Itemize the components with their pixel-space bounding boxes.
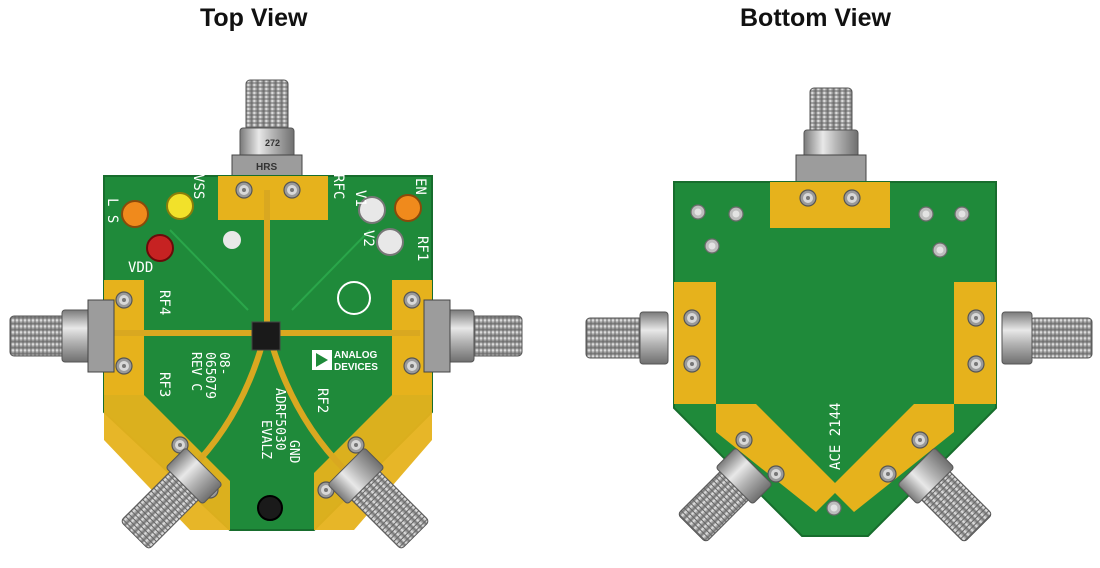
test-point-black-gnd <box>257 495 283 521</box>
svg-text:ANALOG: ANALOG <box>334 350 378 361</box>
silk-gnd: GND <box>286 440 301 464</box>
sma-connector-bottom-left <box>121 448 222 549</box>
silk-evalz: EVALZ <box>258 420 273 459</box>
sma-connector-top: HRS 272 <box>231 79 303 184</box>
silk-v2: V2 <box>360 230 376 247</box>
test-point-yellow-vss <box>166 192 194 220</box>
silk-ace-code: ACE 2144 <box>828 403 844 470</box>
silk-rf2: RF2 <box>314 388 330 413</box>
sma-connector-left-bottomview <box>585 311 669 365</box>
silk-pn-prefix: 08- <box>216 352 231 375</box>
test-point-orange-ls <box>121 200 149 228</box>
connector-code-label: 272 <box>265 138 280 148</box>
top-view-title: Top View <box>200 4 308 32</box>
silk-rf4: RF4 <box>156 290 172 315</box>
silk-en: EN <box>412 178 428 195</box>
bottom-view-title: Bottom View <box>740 4 891 32</box>
sma-connector-bottom-right-bottomview <box>898 448 992 542</box>
bottom-view-board: ACE 2144 <box>585 87 1093 542</box>
sma-connector-right-bottomview <box>1001 311 1093 365</box>
silk-ls: L S <box>104 198 120 223</box>
silk-part-number: ADRF5030 <box>272 388 287 451</box>
compliance-seal <box>337 281 371 315</box>
sma-connector-bottom-right <box>328 448 429 549</box>
silk-pn: 065079 <box>202 352 217 399</box>
sma-connector-right <box>423 299 523 373</box>
sma-connector-bottom-left-bottomview <box>678 448 772 542</box>
silk-v1: V1 <box>352 190 368 207</box>
silk-vss: VSS <box>190 174 206 199</box>
analog-devices-logo: ANALOG DEVICES <box>312 350 378 373</box>
test-point-white-v1 <box>358 196 386 224</box>
connector-hrs-label: HRS <box>256 162 277 173</box>
test-point-red-vdd <box>146 234 174 262</box>
svg-text:DEVICES: DEVICES <box>334 362 378 373</box>
test-point-white-v2 <box>376 228 404 256</box>
test-point-orange-en <box>394 194 422 222</box>
switch-ic <box>251 321 281 351</box>
silk-rf1: RF1 <box>414 236 430 261</box>
silk-vdd: VDD <box>128 260 153 276</box>
sma-connector-left <box>9 299 115 373</box>
top-view-board: HRS 272 <box>9 79 523 549</box>
silk-rfc: RFC <box>330 174 346 199</box>
sma-connector-top-bottomview <box>795 87 867 184</box>
silk-rf3: RF3 <box>156 372 172 397</box>
silk-rev: REV C <box>188 352 203 391</box>
